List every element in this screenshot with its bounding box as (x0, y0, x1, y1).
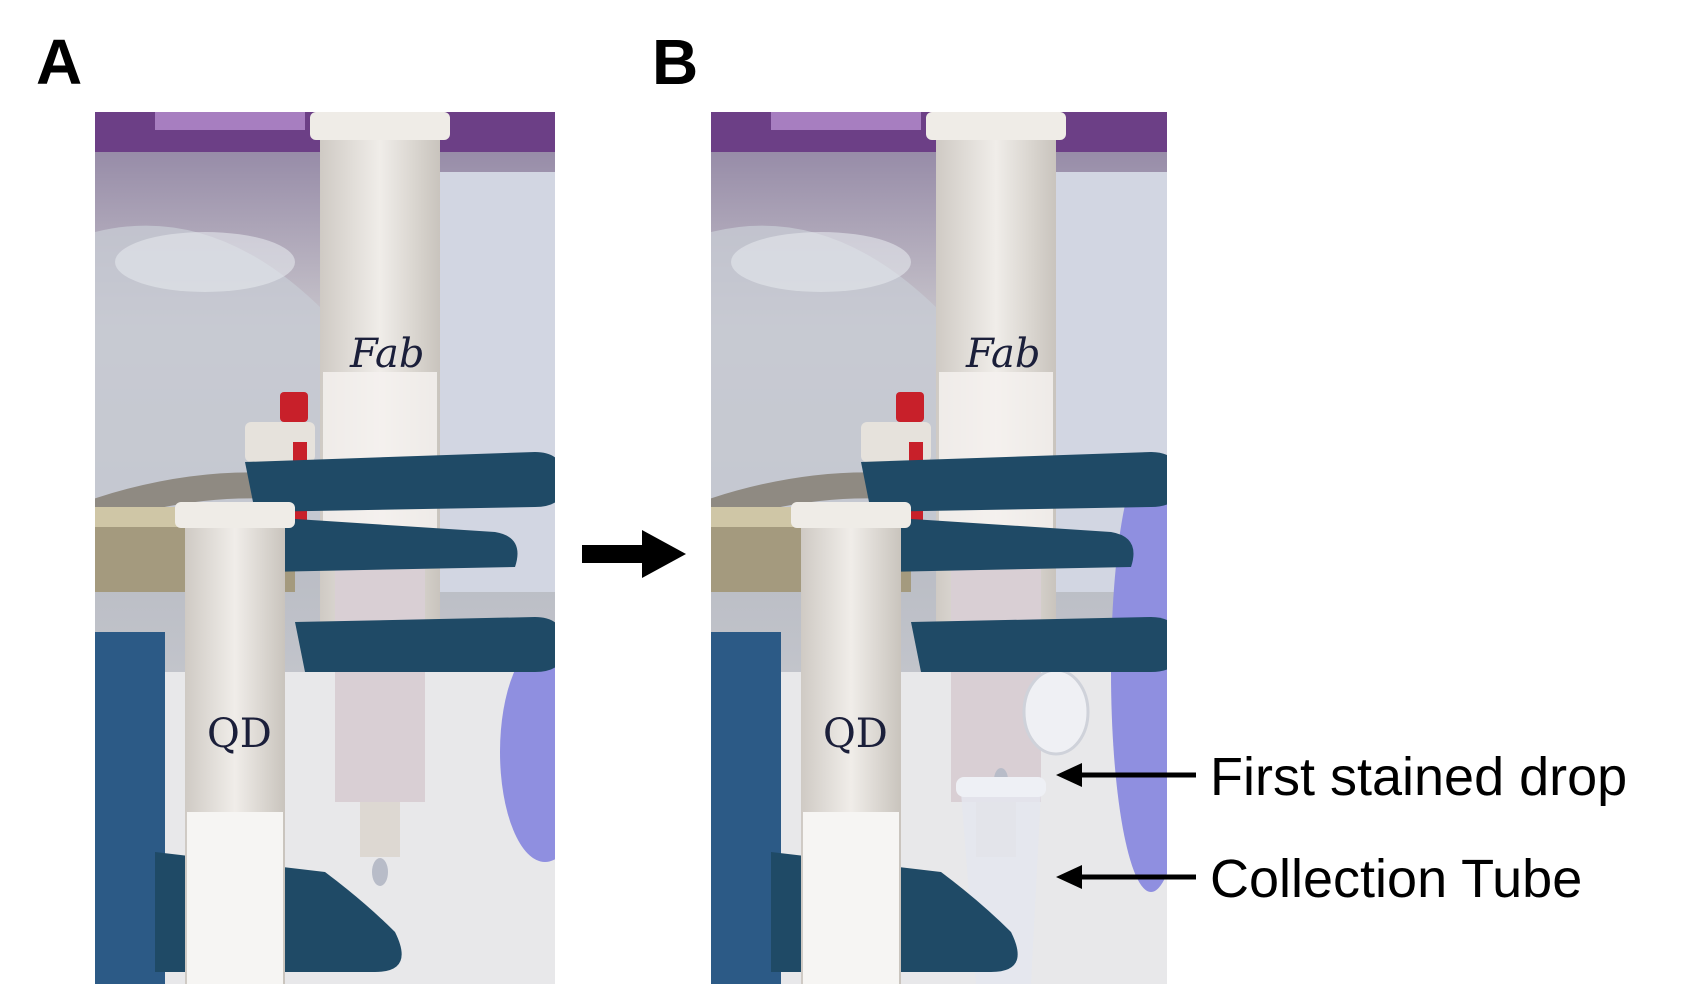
tube-label-qd-b: QD (823, 711, 888, 757)
photo-panel-b: Fab QD (711, 112, 1167, 984)
callout-collection-tube: Collection Tube (1210, 849, 1583, 909)
photo-panel-a: Fab QD (95, 112, 555, 984)
callout-first-stained-drop: First stained drop (1210, 747, 1628, 807)
tube-label-fab-b: Fab (965, 331, 1041, 377)
right-arrow-icon (582, 530, 686, 578)
panel-letter-b: B (652, 26, 699, 98)
tube-label-fab-a: Fab (349, 331, 425, 377)
panel-letter-a: A (36, 26, 83, 98)
pointer-arrow-tube-icon (1056, 865, 1196, 889)
pointer-arrow-drop-icon (1056, 763, 1196, 787)
tube-label-qd-a: QD (207, 711, 272, 757)
